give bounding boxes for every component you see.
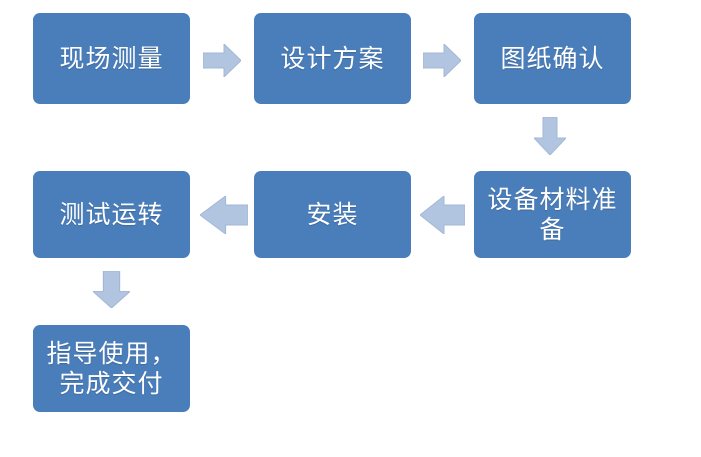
arrow-left-icon: [420, 196, 465, 234]
flow-node-design-plan[interactable]: 设计方案: [254, 13, 411, 104]
flow-node-label: 图纸确认: [500, 43, 605, 73]
arrow-right-icon: [423, 44, 461, 77]
arrow-right-icon: [203, 44, 241, 77]
arrow-down-icon: [534, 117, 566, 155]
flow-node-test-run[interactable]: 测试运转: [33, 171, 190, 258]
flow-node-guidance-and-delivery[interactable]: 指导使用，完成交付: [33, 325, 190, 412]
flow-node-label: 安装: [306, 199, 359, 229]
flow-node-label: 设备材料准备: [487, 185, 618, 244]
flow-node-label: 设计方案: [280, 43, 385, 73]
flow-node-equipment-material-preparation[interactable]: 设备材料准备: [474, 171, 631, 258]
flow-node-label: 现场测量: [59, 43, 164, 73]
arrow-down-icon: [93, 271, 130, 308]
flow-node-drawing-confirmation[interactable]: 图纸确认: [474, 13, 631, 104]
flow-node-label: 指导使用，完成交付: [46, 339, 177, 398]
flow-node-site-measurement[interactable]: 现场测量: [33, 13, 190, 104]
flow-node-label: 测试运转: [59, 199, 164, 229]
arrow-left-icon: [200, 196, 248, 234]
flow-node-installation[interactable]: 安装: [254, 171, 411, 258]
